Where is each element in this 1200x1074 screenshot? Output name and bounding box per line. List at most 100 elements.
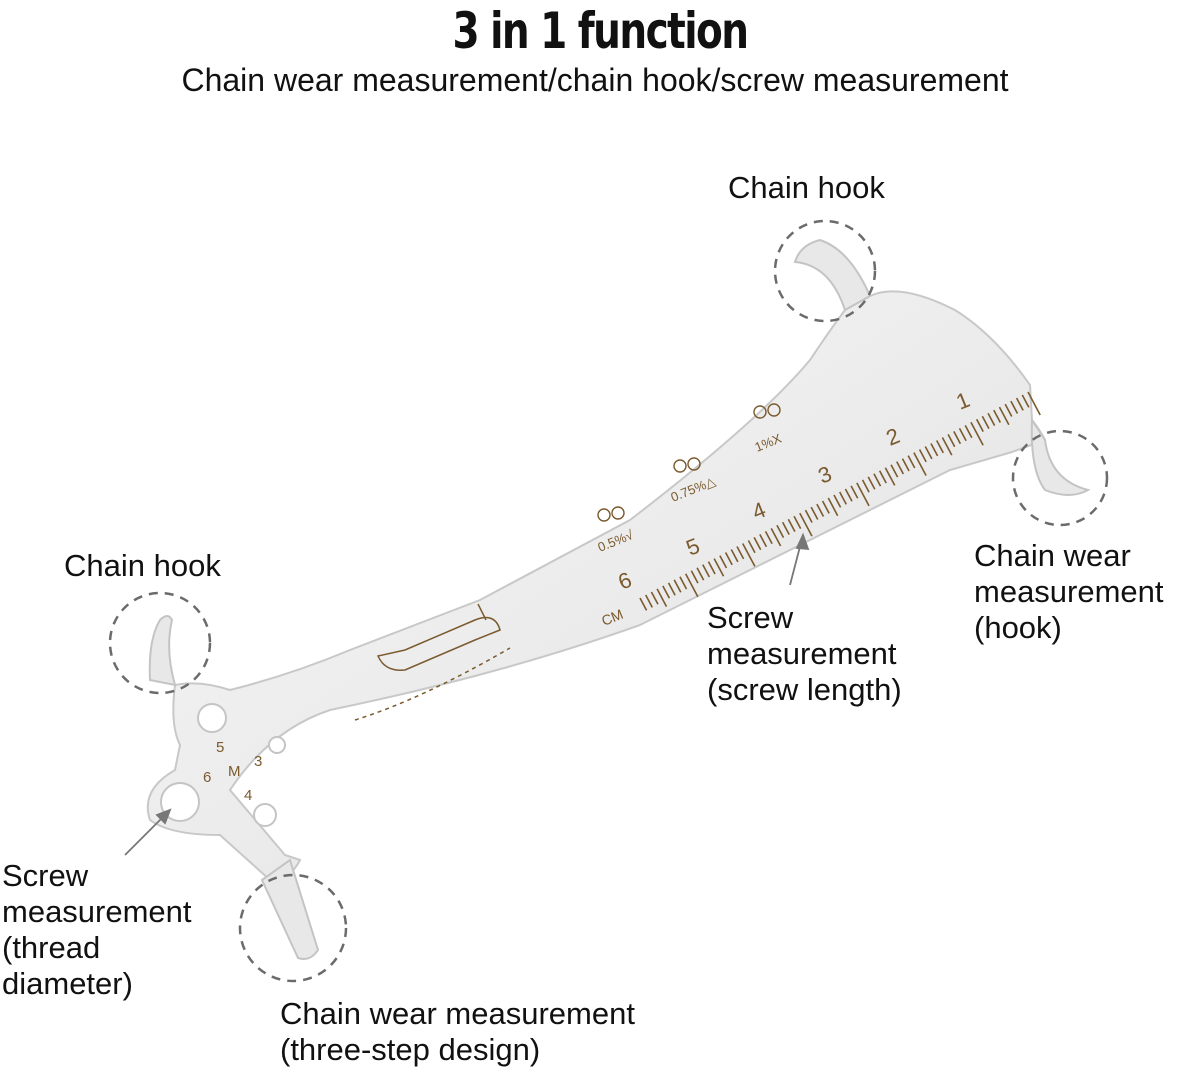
ruler-tick [799, 512, 813, 537]
page-subtitle: Chain wear measurement/chain hook/screw … [181, 62, 1009, 98]
ruler-tick [1010, 400, 1019, 414]
wear-mark-icons [597, 403, 781, 522]
ruler-tick [856, 482, 870, 507]
pointer-arrows [124, 532, 810, 856]
tool-body [146, 290, 1047, 882]
ruler-tick [1015, 397, 1024, 411]
label-line: (thread [2, 930, 101, 965]
ruler-tick [679, 576, 688, 590]
ruler-tick [1027, 391, 1041, 416]
label-thread-diameter: Screw measurement (thread diameter) [2, 858, 192, 1002]
highlight-top-hook [773, 219, 877, 323]
hole-6 [160, 782, 200, 822]
ruler-tick [930, 443, 939, 457]
ruler-tick [696, 567, 705, 581]
label-chain-hook-left: Chain hook [64, 548, 221, 583]
ruler-tick [764, 530, 773, 545]
ruler-tick [644, 594, 653, 608]
ruler-tick [713, 558, 725, 577]
ruler-tick [639, 597, 648, 611]
hole-4 [253, 803, 277, 827]
ruler-tick [821, 500, 830, 514]
ruler-tick [667, 582, 676, 596]
ruler-tick [941, 437, 953, 456]
label-line: (hook) [974, 610, 1062, 645]
ruler-tick [770, 527, 782, 547]
ruler-tick [724, 552, 733, 566]
ruler-tick [719, 555, 728, 569]
label-line: Screw [2, 858, 89, 893]
label-line: Screw [707, 600, 794, 635]
ruler-tick [913, 452, 927, 476]
ruler-tick [804, 509, 813, 523]
ruler-tick [918, 449, 927, 463]
ruler-ticks [639, 391, 1041, 611]
ruler-tick [776, 524, 785, 539]
hole-5 [197, 703, 227, 733]
ruler-tick [998, 406, 1010, 426]
ruler-tick [741, 543, 756, 567]
right-hook [1030, 416, 1091, 496]
label-chain-wear-hook: Chain wear measurement (hook) [974, 538, 1164, 646]
hole-label-3: 3 [254, 753, 262, 770]
ruler-tick [787, 518, 796, 532]
page-title: 3 in 1 function [452, 2, 749, 60]
ruler-tick [861, 479, 870, 493]
ruler-tick [759, 534, 768, 548]
hole-label-4: 4 [244, 787, 252, 804]
ruler-tick [730, 549, 739, 563]
label-line: measurement [2, 894, 192, 929]
bottom-prong [260, 858, 320, 960]
left-hook [148, 615, 177, 687]
highlight-bottom-prong [238, 873, 348, 983]
ruler-tick [964, 424, 973, 439]
highlight-circles [108, 219, 1109, 983]
chain-engraving [354, 603, 511, 721]
ruler-tick [924, 446, 933, 460]
ruler-tick [935, 440, 944, 454]
label-line: measurement [974, 574, 1164, 609]
hole-label-m: M [228, 763, 241, 780]
ruler-tick [816, 503, 825, 517]
label-chain-hook-top: Chain hook [728, 170, 885, 205]
highlight-right-hook [1011, 429, 1109, 527]
ruler-tick [975, 418, 984, 433]
ruler-unit: CM [599, 606, 625, 629]
ruler-tick [650, 591, 659, 605]
ruler-tick [953, 431, 962, 445]
ruler-tick [702, 564, 711, 578]
ruler-tick [981, 415, 990, 429]
label-line: Chain wear [974, 538, 1131, 573]
ruler-tick [793, 515, 802, 529]
hole-label-6: 6 [203, 769, 211, 786]
ruler-tick [878, 470, 887, 484]
ruler-tick [838, 491, 847, 505]
ruler-tick [850, 485, 859, 499]
ruler-tick [896, 461, 905, 475]
ruler-tick [987, 412, 996, 426]
ruler-tick [873, 473, 882, 487]
ruler-tick [1021, 394, 1030, 408]
ruler-tick [884, 467, 896, 486]
ruler-tick [781, 521, 790, 536]
ruler-tick [993, 409, 1002, 423]
hole-3 [268, 736, 286, 754]
label-chain-wear-three-step: Chain wear measurement (three-step desig… [280, 996, 635, 1068]
hole-label-5: 5 [216, 739, 224, 756]
ruler-tick [833, 494, 842, 508]
ruler-tick [684, 573, 699, 598]
ruler-tick [810, 506, 819, 520]
highlight-left-hook [108, 591, 212, 695]
ruler-tick [970, 421, 984, 446]
ruler-tick [958, 427, 967, 442]
ruler-tick [1004, 403, 1013, 417]
ruler-tick [656, 588, 668, 607]
ruler-tick [747, 540, 756, 554]
label-line: measurement [707, 636, 897, 671]
ruler-tick [662, 585, 671, 599]
label-line: Chain wear measurement [280, 996, 635, 1031]
ruler-tick [890, 464, 899, 478]
top-hook [793, 238, 872, 312]
ruler-tick [690, 570, 699, 584]
